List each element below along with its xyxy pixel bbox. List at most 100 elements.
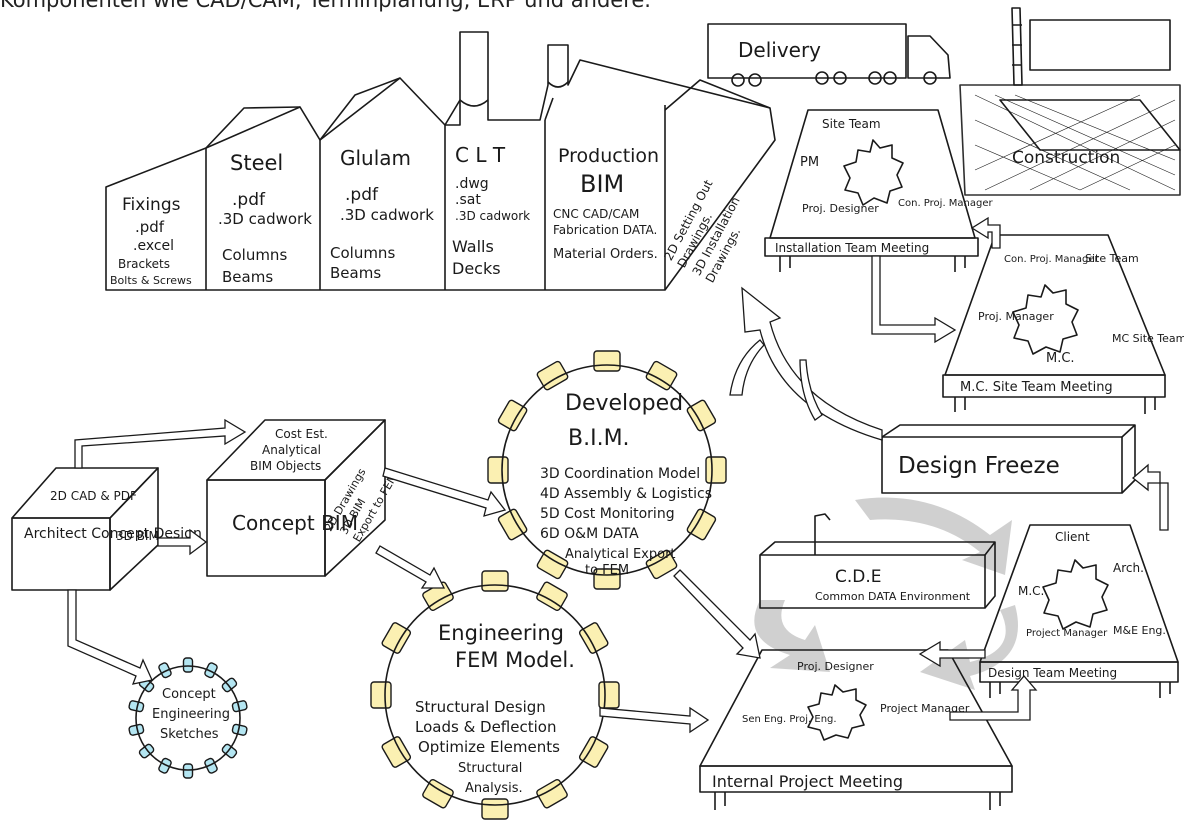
sketches-line-1: Concept — [162, 687, 216, 702]
developed-title-1: Developed — [565, 391, 683, 416]
design-role-4: Project Manager — [1026, 628, 1108, 639]
steel-line-2: .3D cadwork — [218, 210, 312, 228]
concept-bim-box: Concept BIM Cost Est. Analytical BIM Obj… — [206, 419, 400, 577]
cde-title: C.D.E — [835, 567, 882, 587]
concept-bim-front-text: Concept BIM — [232, 511, 358, 535]
gear-tooth — [138, 743, 155, 759]
fixings-line-4: Bolts & Screws — [110, 274, 192, 287]
gear-tooth — [578, 736, 609, 768]
internal-project-meeting: Proj. Designer Project Manager Sen Eng. … — [699, 649, 1013, 810]
wheel-icon — [923, 71, 937, 85]
gear-tooth — [481, 570, 509, 592]
clt-line-3: .3D cadwork — [455, 209, 530, 223]
fem-line-4: Structural — [458, 761, 522, 776]
gear-tooth — [221, 677, 238, 693]
gear-tooth — [182, 763, 194, 779]
gear-tooth — [204, 757, 218, 774]
gear-tooth — [231, 723, 248, 736]
wheel-icon — [748, 73, 762, 87]
internal-role-2: Project Manager — [880, 702, 970, 715]
arrow-mc-to-installation — [970, 216, 1001, 249]
fem-line-5: Analysis. — [465, 781, 523, 796]
concept-bim-top-1: Cost Est. — [275, 427, 328, 441]
meeting-table-icon — [1042, 559, 1109, 630]
gear-tooth — [158, 662, 172, 679]
gear-tooth — [686, 399, 717, 432]
gear-tooth — [231, 700, 248, 713]
developed-title-2: B.I.M. — [568, 426, 630, 451]
mc-role-2: Site Team — [1085, 252, 1139, 265]
factory-steel: Steel .pdf .3D cadwork Columns Beams — [218, 151, 312, 286]
arrow-concept-to-developed — [382, 467, 507, 517]
arrow-fem-to-internal — [599, 706, 710, 734]
header-text: Komponenten wie CAD/CAM, Terminplanung, … — [0, 0, 651, 12]
design-freeze-box: Design Freeze — [881, 424, 1136, 494]
gear-tooth — [536, 778, 568, 809]
gear-tooth — [422, 778, 454, 809]
clt-line-2: .sat — [455, 192, 481, 208]
arrow-designteam-to-freeze — [1131, 463, 1169, 531]
steel-title: Steel — [230, 151, 283, 175]
mc-role-3: Proj. Manager — [978, 310, 1054, 323]
gear-tooth — [578, 622, 609, 654]
installation-team-meeting: Site Team PM Proj. Designer Con. Proj. M… — [764, 109, 994, 272]
fem-line-1: Structural Design — [415, 698, 546, 716]
engineering-fem-gear: Engineering FEM Model. Structural Design… — [370, 570, 620, 820]
gear-tooth — [497, 508, 528, 541]
gear-tooth — [686, 508, 717, 541]
mc-role-4: M.C. — [1046, 351, 1075, 366]
clt-line-4: Walls — [452, 237, 494, 256]
gear-tooth — [481, 798, 509, 820]
fixings-line-3: Brackets — [118, 257, 170, 271]
arrow-designteam-to-internal — [918, 640, 986, 668]
installation-title: Installation Team Meeting — [775, 241, 929, 255]
gear-tooth — [593, 350, 621, 372]
gear-tooth — [536, 360, 569, 391]
glulam-line-4: Beams — [330, 264, 381, 282]
factory-roof — [105, 31, 776, 291]
arrow-concept-to-fem — [375, 545, 446, 589]
wheel-icon — [815, 71, 829, 85]
mc-role-5: MC Site Team — [1112, 332, 1184, 345]
factory-fixings: Fixings .pdf .excel Brackets Bolts & Scr… — [110, 195, 192, 287]
flow-arrows — [67, 216, 1169, 734]
gear-tooth — [182, 657, 194, 673]
delivery-truck: Delivery — [707, 23, 951, 87]
mc-title: M.C. Site Team Meeting — [960, 380, 1113, 395]
mc-role-1: Con. Proj. Manager — [1004, 254, 1100, 265]
concept-bim-top-3: BIM Objects — [250, 459, 321, 473]
cde-box: C.D.E Common DATA Environment — [754, 497, 1018, 690]
wheel-icon — [883, 71, 897, 85]
production-line-2: Fabrication DATA. — [553, 223, 657, 237]
gear-tooth — [705, 456, 727, 484]
developed-line-2: 4D Assembly & Logistics — [540, 486, 712, 502]
developed-line-4: 6D O&M DATA — [540, 526, 639, 542]
glulam-line-1: .pdf — [345, 185, 379, 205]
gear-tooth — [487, 456, 509, 484]
design-role-2: Arch. — [1113, 561, 1144, 575]
internal-role-1: Proj. Designer — [797, 660, 874, 673]
installation-role-3: Proj. Designer — [802, 202, 879, 215]
clt-line-1: .dwg — [455, 176, 489, 192]
construction-label: Construction — [1012, 148, 1120, 168]
recycle-icon — [855, 497, 1012, 575]
construction-site: Construction — [959, 7, 1181, 196]
gear-tooth — [128, 723, 145, 736]
fem-line-3: Optimize Elements — [418, 738, 560, 756]
clt-line-5: Decks — [452, 259, 501, 278]
installation-role-2: PM — [800, 155, 819, 170]
gear-tooth — [381, 736, 412, 768]
production-bim: BIM — [580, 170, 624, 198]
cde-subtitle: Common DATA Environment — [815, 590, 971, 603]
gear-tooth — [598, 681, 620, 709]
glulam-line-2: .3D cadwork — [340, 206, 434, 224]
meeting-table-icon — [807, 684, 867, 741]
arrow-installation-to-mc — [871, 255, 957, 344]
developed-line-1: 3D Coordination Model — [540, 466, 700, 482]
architect-top-text: 2D CAD & PDF — [50, 489, 137, 503]
gear-tooth — [645, 360, 678, 391]
meeting-table-icon — [1012, 284, 1079, 355]
design-freeze-label: Design Freeze — [898, 453, 1060, 479]
gear-tooth — [536, 581, 568, 612]
